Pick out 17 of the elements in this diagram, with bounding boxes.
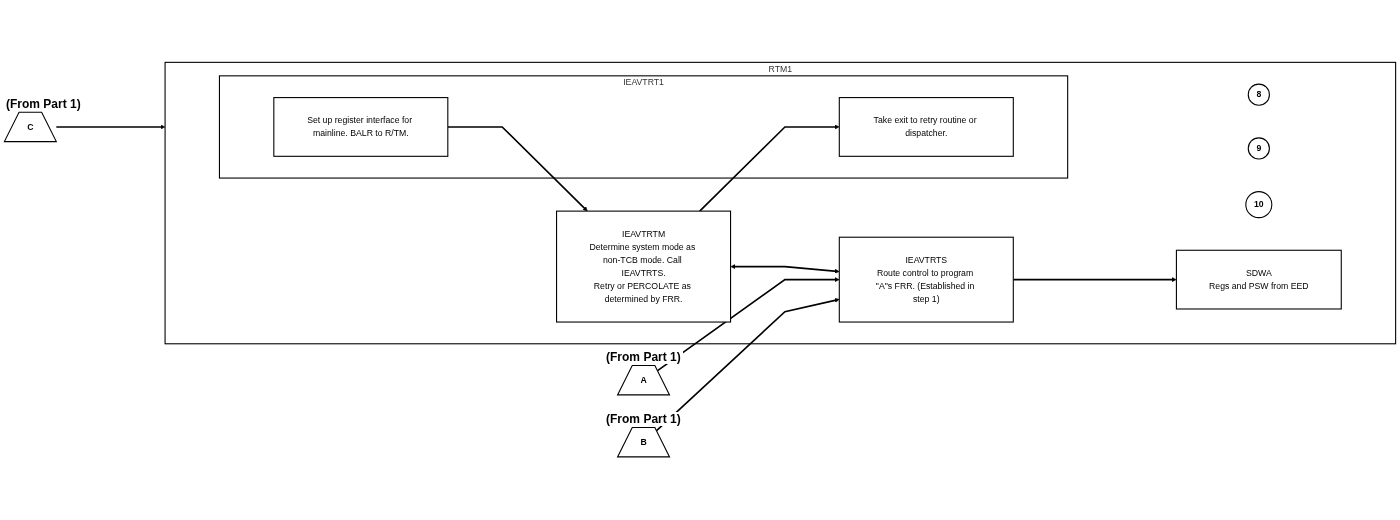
arrow [55,124,166,130]
node-circle: 10 [1245,191,1273,219]
source-note: (From Part 1) [4,96,83,111]
node-box: IEAVTRTS Route control to program "A"s FRR. (Established in step 1) [838,237,1014,323]
arrow [730,264,840,274]
node-box: Take exit to retry routine or dispatcher. [838,97,1014,158]
node-circle: 8 [1247,83,1270,107]
source-note: (From Part 1) [604,411,683,426]
arrow [656,277,840,372]
source-note: (From Part 1) [604,349,683,364]
node-box: Set up register interface for mainline. BALR to R/TM. [273,97,449,158]
node-box: SDWA Regs and PSW from EED [1175,250,1342,310]
node-circle: 9 [1247,137,1270,160]
node-box: IEAVTRTM Determine system mode as non-TCB mode. Call IEAVTRTS. Retry or PERCOLATE as determined by FRR. [556,210,732,323]
arrow [655,298,840,432]
arrow [698,124,840,213]
arrow [447,126,588,212]
